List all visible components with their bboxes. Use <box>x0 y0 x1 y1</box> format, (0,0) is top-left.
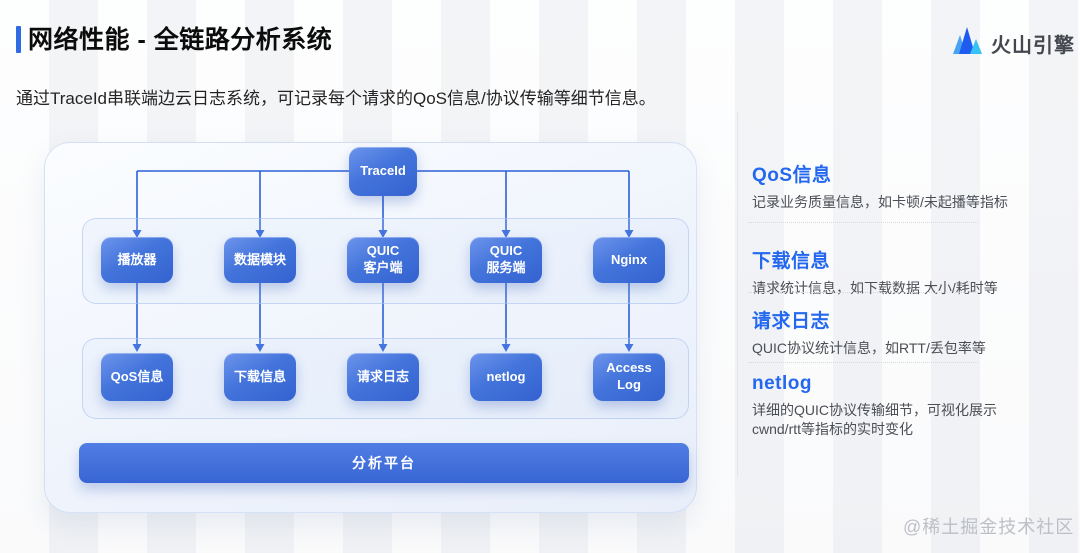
node-quic-client: QUIC 客户端 <box>347 237 419 283</box>
sidebar-section-qos: QoS信息 记录业务质量信息，如卡顿/未起播等指标 <box>752 160 1042 212</box>
sidebar-section-request-log: 请求日志 QUIC协议统计信息，如RTT/丢包率等 <box>752 306 1042 358</box>
node-data-module: 数据模块 <box>224 237 296 283</box>
mountain-logo-icon <box>948 26 984 61</box>
section-desc: 记录业务质量信息，如卡顿/未起播等指标 <box>752 194 1008 210</box>
page-subtitle: 通过TraceId串联端边云日志系统，可记录每个请求的QoS信息/协议传输等细节… <box>16 89 656 108</box>
section-title: QoS信息 <box>752 165 832 186</box>
section-divider <box>748 362 978 363</box>
node-quic-server: QUIC 服务端 <box>470 237 542 283</box>
node-netlog: netlog <box>470 353 542 401</box>
watermark: @稀土掘金技术社区 <box>903 517 1075 537</box>
node-access-log: Access Log <box>593 353 665 401</box>
sidebar-section-download: 下载信息 请求统计信息，如下载数据 大小/耗时等 <box>752 246 1042 298</box>
node-request-log: 请求日志 <box>347 353 419 401</box>
section-title: 下载信息 <box>752 251 831 272</box>
section-desc: 请求统计信息，如下载数据 大小/耗时等 <box>752 280 998 296</box>
sidebar-section-netlog: netlog 详细的QUIC协议传输细节，可视化展示 cwnd/rtt等指标的实… <box>752 373 1042 439</box>
node-qos-info: QoS信息 <box>101 353 173 401</box>
title-accent-bar <box>16 26 21 53</box>
section-desc: QUIC协议统计信息，如RTT/丢包率等 <box>752 340 986 356</box>
section-desc: 详细的QUIC协议传输细节，可视化展示 cwnd/rtt等指标的实时变化 <box>752 402 997 437</box>
section-divider <box>748 292 978 293</box>
logo-text: 火山引擎 <box>991 35 1075 57</box>
section-title: 请求日志 <box>752 311 831 332</box>
sidebar-divider <box>737 112 738 477</box>
architecture-diagram: TraceId 播放器 数据模块 QUIC 客户端 QUIC 服务端 Nginx… <box>44 142 697 513</box>
page-title: 网络性能 - 全链路分析系统 <box>28 26 333 54</box>
section-title: netlog <box>752 373 812 394</box>
volcano-engine-logo: 火山引擎 <box>948 26 1075 61</box>
node-nginx: Nginx <box>593 237 665 283</box>
section-divider <box>748 222 978 223</box>
node-traceid: TraceId <box>349 147 417 196</box>
connector-lines <box>132 170 634 352</box>
node-player: 播放器 <box>101 237 173 283</box>
node-analysis-platform: 分析平台 <box>79 443 689 483</box>
node-download-info: 下载信息 <box>224 353 296 401</box>
